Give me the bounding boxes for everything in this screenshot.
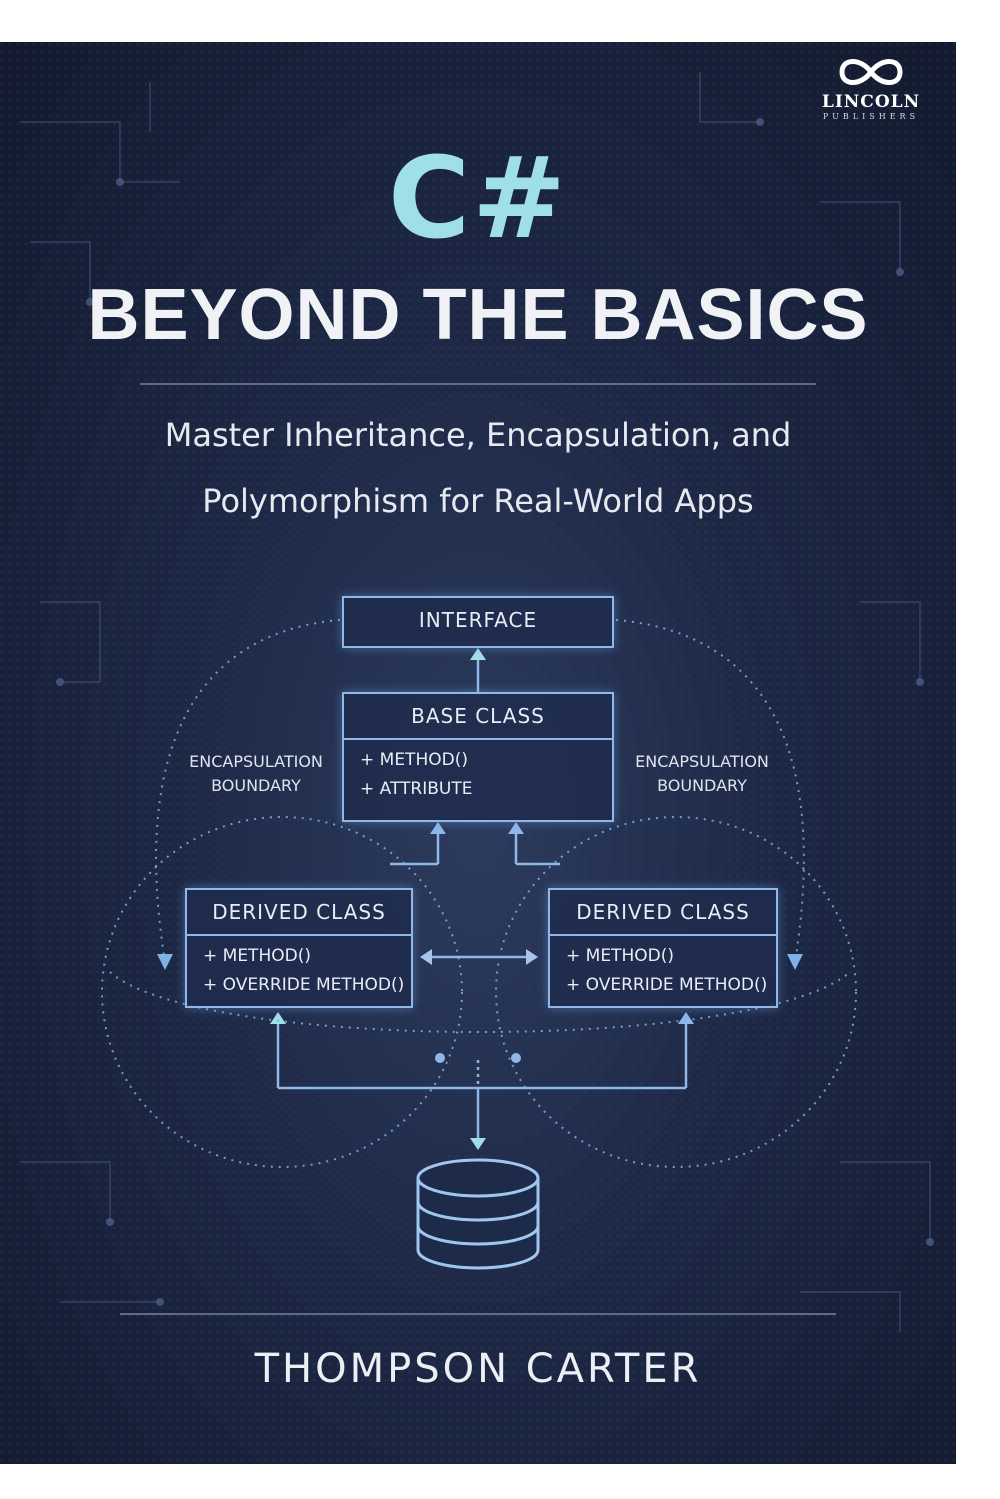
encapsulation-boundary-right: ENCAPSULATION BOUNDARY xyxy=(635,752,769,795)
author-name: THOMPSON CARTER xyxy=(254,1346,702,1392)
book-title: BEYOND THE BASICS xyxy=(87,275,869,355)
derived-class-item: + METHOD() xyxy=(203,946,311,966)
derived-class-item: + METHOD() xyxy=(566,946,674,966)
base-class-title: BASE CLASS xyxy=(411,704,545,728)
diagram-connectors xyxy=(270,648,694,1150)
derived-class-left-box: DERIVED CLASS + METHOD() + OVERRIDE METH… xyxy=(185,888,413,1008)
book-cover: LINCOLN PUBLISHERS C# BEYOND THE BASICS … xyxy=(0,42,956,1464)
derived-class-left-title: DERIVED CLASS xyxy=(212,900,386,924)
derived-class-item: + OVERRIDE METHOD() xyxy=(566,975,768,995)
base-class-item: + METHOD() xyxy=(360,750,468,770)
infinity-icon xyxy=(839,59,903,85)
derived-class-right-box: DERIVED CLASS + METHOD() + OVERRIDE METH… xyxy=(548,888,778,1008)
base-class-box: BASE CLASS + METHOD() + ATTRIBUTE xyxy=(342,692,614,822)
interface-box: INTERFACE xyxy=(342,596,614,648)
publisher-logo: LINCOLN PUBLISHERS xyxy=(816,54,926,121)
database-icon xyxy=(416,1158,540,1270)
encapsulation-boundary-left: ENCAPSULATION BOUNDARY xyxy=(189,752,323,795)
publisher-subtitle: PUBLISHERS xyxy=(822,112,920,121)
derived-class-item: + OVERRIDE METHOD() xyxy=(203,975,405,995)
interface-label: INTERFACE xyxy=(418,608,538,632)
base-class-item: + ATTRIBUTE xyxy=(360,779,473,799)
title-language: C# xyxy=(387,134,569,264)
publisher-name: LINCOLN xyxy=(821,92,921,112)
derived-class-right-title: DERIVED CLASS xyxy=(576,900,750,924)
subtitle-line-1: Master Inheritance, Encapsulation, and xyxy=(164,416,792,454)
subtitle-line-2: Polymorphism for Real-World Apps xyxy=(202,482,754,520)
encapsulation-boundaries xyxy=(101,619,857,1168)
